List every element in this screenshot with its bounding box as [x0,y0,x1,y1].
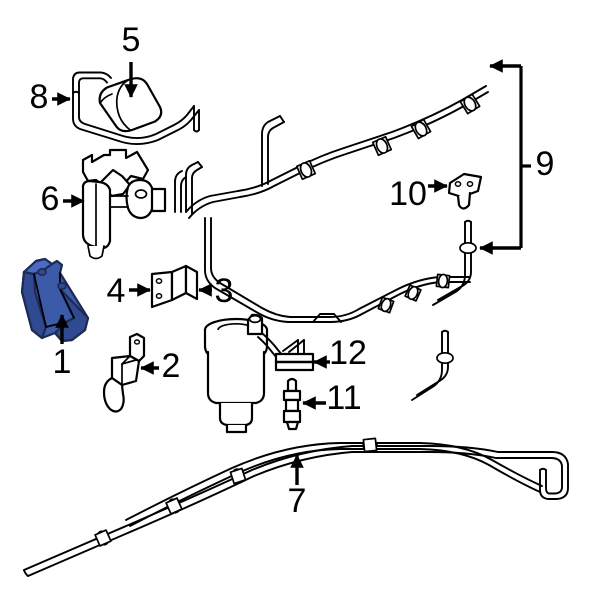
callout-number-10: 10 [389,175,427,213]
part-10-push-pin-retainer-clip [447,172,483,210]
callout-number-5: 5 [122,21,141,59]
callout-number-1: 1 [53,343,72,381]
fuel-line-vertical-stub-right [411,329,454,401]
part-9-fuel-line-retaining-clip-lower [432,219,477,306]
part-fuel-filter-accumulator [203,313,305,434]
part-1-vapor-canister-shield-bracket [20,257,90,343]
callout-number-2: 2 [162,347,181,385]
callout-number-4: 4 [107,272,126,310]
part-5-fuel-vapor-damper-canister [98,77,163,133]
callout-number-12: 12 [329,334,367,372]
part-11-vapor-valve-nipple [282,377,302,431]
part-7-fuel-supply-line [23,437,569,577]
line-retaining-clips-lower [377,273,451,314]
part-2-mounting-bracket-small [102,332,146,413]
part-8-vapor-hose-tube [72,71,200,146]
callout-number-8: 8 [30,78,49,116]
part-12-hose-clamp [274,352,315,372]
leader-9-bracket [479,59,531,255]
part-6-vapor-purge-valve-assembly [81,148,167,260]
part-9-fuel-line-retaining-clips-upper [295,93,481,181]
callout-number-7: 7 [288,482,307,520]
callout-number-6: 6 [41,180,60,218]
part-3-4-line-retainer-bracket [150,264,199,309]
callout-number-11: 11 [326,379,361,417]
callout-number-3: 3 [215,272,234,310]
callout-number-9: 9 [536,145,555,183]
